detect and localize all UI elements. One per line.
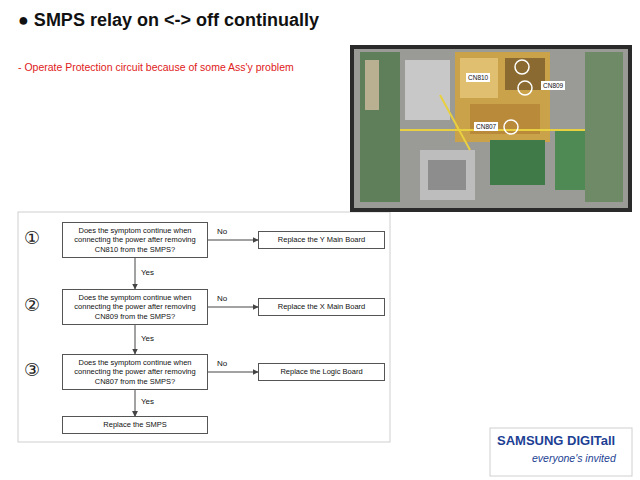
connector-tag: CN807 [474, 122, 498, 131]
box-text: Does the symptom continue when connectin… [67, 358, 203, 386]
flow-arrow [208, 307, 258, 308]
question-box: Does the symptom continue when connectin… [62, 289, 208, 325]
edge-label: Yes [140, 398, 155, 407]
edge-label: Yes [140, 335, 155, 344]
logo-text: SAMSUNG DIGITall [497, 434, 615, 448]
flow-arrow [135, 258, 136, 289]
flow-arrow [135, 325, 136, 354]
step-number: ① [24, 228, 40, 248]
question-box: Does the symptom continue when connectin… [62, 222, 208, 258]
question-box: Does the symptom continue when connectin… [62, 354, 208, 390]
edge-label: No [216, 360, 228, 369]
box-text: Replace the X Main Board [263, 302, 380, 311]
step-number: ② [24, 295, 40, 315]
box-text: Does the symptom continue when connectin… [67, 293, 203, 321]
box-text: Replace the SMPS [67, 420, 203, 429]
edge-label: No [216, 295, 228, 304]
action-box: Replace the SMPS [62, 416, 208, 433]
connector-tag: CN809 [541, 81, 565, 90]
flow-arrow [135, 390, 136, 416]
flow-panel [18, 212, 390, 442]
box-text: Does the symptom continue when connectin… [67, 226, 203, 254]
connector-tag: CN810 [466, 73, 490, 82]
edge-label: No [216, 228, 228, 237]
box-text: Replace the Y Main Board [263, 235, 380, 244]
subtitle-note: - Operate Protection circuit because of … [18, 62, 294, 74]
box-text: Replace the Logic Board [263, 367, 380, 376]
step-number: ③ [24, 360, 40, 380]
action-box: Replace the Logic Board [258, 363, 385, 380]
page-title: ● SMPS relay on <-> off continually [18, 10, 319, 31]
flow-arrow [208, 240, 258, 241]
logo-slogan: everyone's invited [532, 453, 616, 465]
flow-arrow [208, 372, 258, 373]
action-box: Replace the Y Main Board [258, 231, 385, 248]
edge-label: Yes [140, 269, 155, 278]
action-box: Replace the X Main Board [258, 298, 385, 315]
tv-back-photo [350, 45, 632, 212]
logo-frame [490, 428, 632, 476]
